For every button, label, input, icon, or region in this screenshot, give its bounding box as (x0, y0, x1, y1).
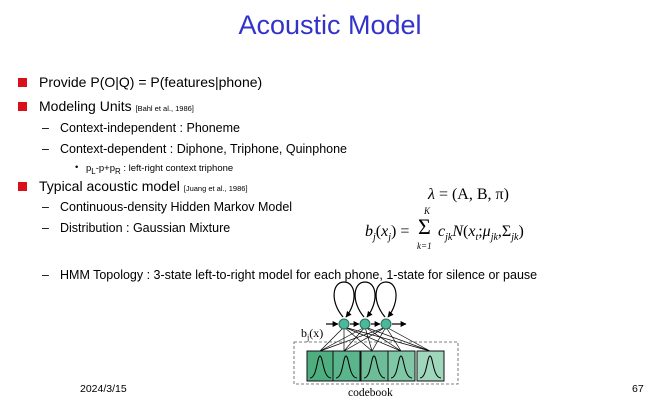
hmm-state-3 (380, 318, 392, 330)
dash-marker: – (42, 121, 49, 135)
triphone-p: p (86, 163, 92, 174)
dash-marker: – (42, 221, 49, 235)
triphone-right: R (114, 166, 121, 176)
subbullet-text: Context-independent : Phoneme (60, 121, 240, 135)
subbullet-text: HMM Topology : 3-state left-to-right mod… (60, 268, 538, 282)
codebook-label: codebook (348, 387, 393, 398)
sum-upper-limit: K (424, 206, 431, 216)
dash-marker: – (42, 268, 49, 282)
slide-title: Acoustic Model (238, 10, 422, 40)
sum-lower-limit: k=1 (417, 241, 432, 251)
codebook-gaussians (306, 350, 445, 382)
bullet-text: Modeling Units (39, 98, 132, 114)
citation: [Bahl et al., 1986] (135, 104, 194, 113)
codebook-box (293, 341, 459, 385)
dash-marker: – (42, 200, 49, 214)
bullet-marker (18, 102, 27, 111)
lambda-symbol: λ (428, 186, 435, 203)
bullet-marker (18, 182, 27, 191)
citation: [Juang et al., 1986] (183, 184, 248, 193)
bullet-marker (18, 78, 27, 87)
subbullet-text: Continuous-density Hidden Markov Model (60, 200, 293, 214)
footer-date: 2024/3/15 (80, 383, 127, 395)
page-number: 67 (632, 383, 644, 395)
self-loop-arrows (333, 281, 397, 318)
subbullet-text: Context-dependent : Diphone, Triphone, Q… (60, 142, 348, 156)
hmm-states (338, 318, 392, 330)
dot-marker: • (75, 162, 79, 173)
hmm-state-1 (338, 318, 350, 330)
triphone-left: L (91, 166, 96, 176)
bullet-text: Provide P(O|Q) = P(features|phone) (39, 74, 263, 90)
lambda-definition: = (A, B, π) (438, 186, 509, 203)
subbullet-text: Distribution : Gaussian Mixture (60, 221, 231, 235)
hmm-state-2 (359, 318, 371, 330)
summation-symbol: Σ (418, 214, 431, 239)
formula-lambda: λ = (A, B, π) (428, 186, 509, 204)
triphone-desc: : left-right context triphone (120, 163, 234, 174)
triphone-mid: -p+p (95, 163, 115, 174)
hmm-codebook-diagram: bj(x) codebook (293, 281, 459, 398)
formula-rhs: cjkN(xt;μjk,Σjk) (438, 223, 524, 244)
state-codebook-links (319, 326, 431, 352)
bj-label: bj(x) (301, 326, 323, 342)
dash-marker: – (42, 142, 49, 156)
bullet-text: Typical acoustic model (39, 178, 180, 194)
formula-lhs: bj(xj) = (365, 223, 410, 244)
